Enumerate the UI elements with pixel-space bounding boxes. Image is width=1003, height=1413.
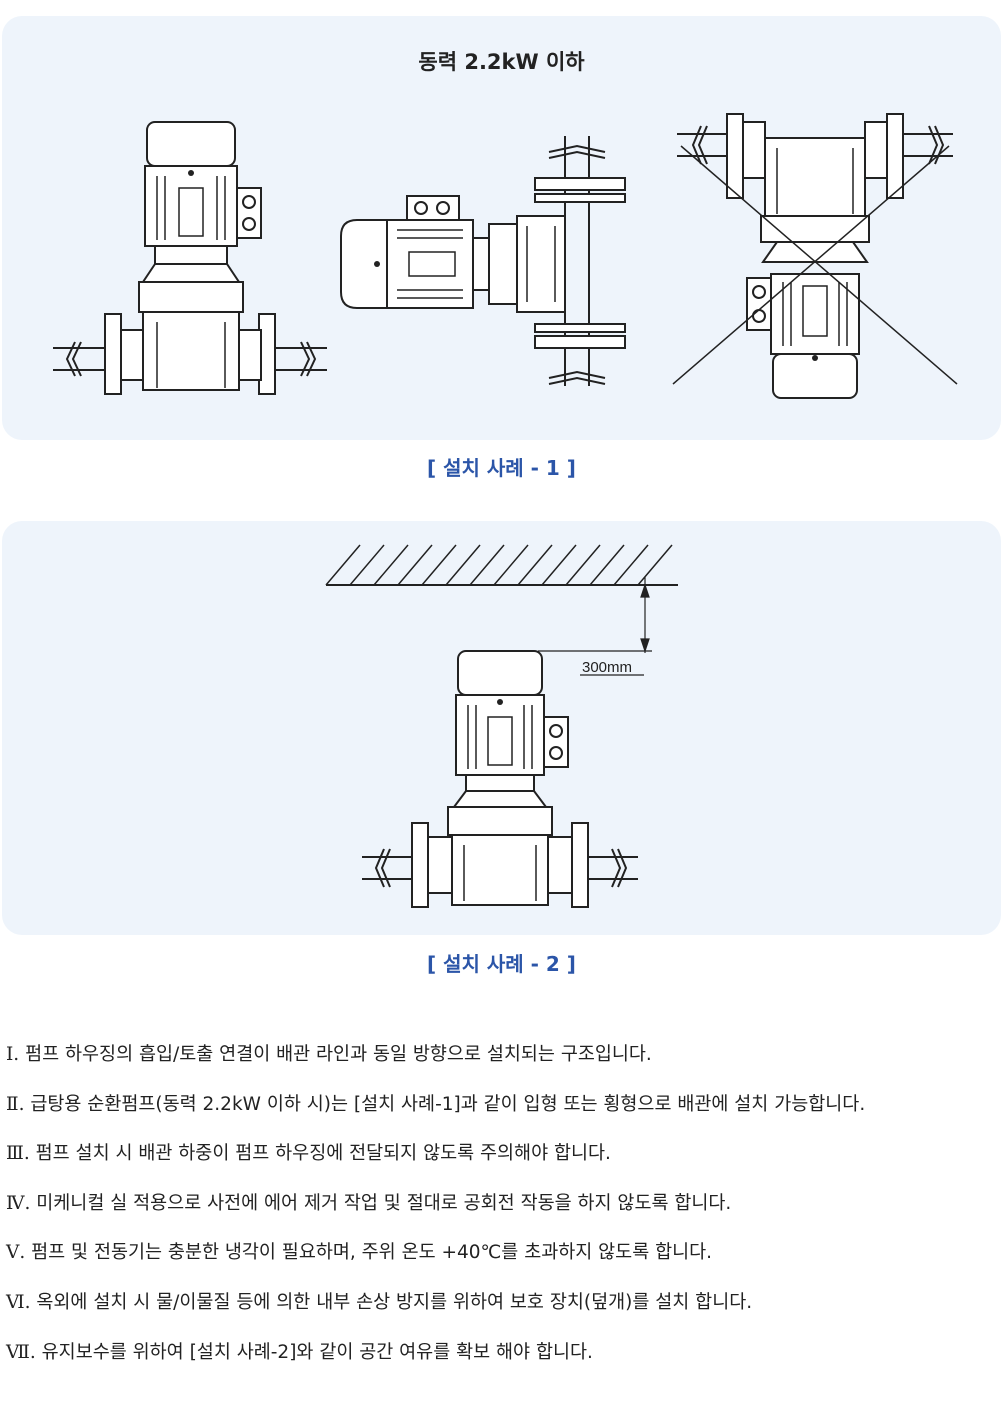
panel-title: 동력 2.2kW 이하 [418,50,585,74]
note-number: Ⅵ. [6,1291,31,1313]
list-item: Ⅵ. 옥외에 설치 시 물/이물질 등에 의한 내부 손상 방지를 위하여 보호… [6,1288,996,1338]
note-text: 미케니컬 실 적용으로 사전에 에어 제거 작업 및 절대로 공회전 작동을 하… [36,1192,732,1214]
note-text: 옥외에 설치 시 물/이물질 등에 의한 내부 손상 방지를 위하여 보호 장치… [36,1291,753,1313]
installation-panel-1: 동력 2.2kW 이하 [2,16,1001,440]
note-text: 펌프 설치 시 배관 하중이 펌프 하우징에 전달되지 않도록 주의해야 합니다… [35,1143,611,1165]
note-text: 펌프 및 전동기는 충분한 냉각이 필요하며, 주위 온도 +40℃를 초과하지… [31,1242,713,1264]
list-item: Ⅳ. 미케니컬 실 적용으로 사전에 에어 제거 작업 및 절대로 공회전 작동… [6,1189,996,1239]
installation-panel-2: 300mm [2,521,1001,935]
list-item: Ⅰ. 펌프 하우징의 흡입/토출 연결이 배관 라인과 동일 방향으로 설치되는… [6,1040,996,1090]
note-text: 급탕용 순환펌프(동력 2.2kW 이하 시)는 [설치 사례-1]과 같이 입… [30,1093,866,1115]
caption-installation-1: [ 설치 사례 - 1 ] [427,456,576,480]
vertical-pump-drawing [53,121,327,395]
note-number: Ⅶ. [6,1341,36,1363]
list-item: Ⅶ. 유지보수를 위하여 [설치 사례-2]와 같이 공간 여유를 확보 해야 … [6,1338,996,1388]
note-number: Ⅱ. [6,1093,25,1115]
horizontal-pump-drawing [340,136,626,386]
note-number: Ⅲ. [6,1143,30,1165]
note-number: Ⅰ. [6,1044,20,1065]
caption-installation-2: [ 설치 사례 - 2 ] [427,952,576,976]
list-item: Ⅲ. 펌프 설치 시 배관 하중이 펌프 하우징에 전달되지 않도록 주의해야 … [6,1139,996,1189]
list-item: Ⅴ. 펌프 및 전동기는 충분한 냉각이 필요하며, 주위 온도 +40℃를 초… [6,1238,996,1288]
inverted-pump-drawing [672,113,958,399]
list-item: Ⅱ. 급탕용 순환펌프(동력 2.2kW 이하 시)는 [설치 사례-1]과 같… [6,1090,996,1140]
installation-notes-list: Ⅰ. 펌프 하우징의 흡입/토출 연결이 배관 라인과 동일 방향으로 설치되는… [6,1040,996,1387]
clearance-dimension-label: 300mm [582,659,632,676]
note-number: Ⅳ. [6,1192,31,1214]
note-text: 유지보수를 위하여 [설치 사례-2]와 같이 공간 여유를 확보 해야 합니다… [41,1341,593,1363]
note-text: 펌프 하우징의 흡입/토출 연결이 배관 라인과 동일 방향으로 설치되는 구조… [25,1044,652,1065]
note-number: Ⅴ. [6,1242,26,1264]
clearance-drawing: 300mm [325,544,678,908]
